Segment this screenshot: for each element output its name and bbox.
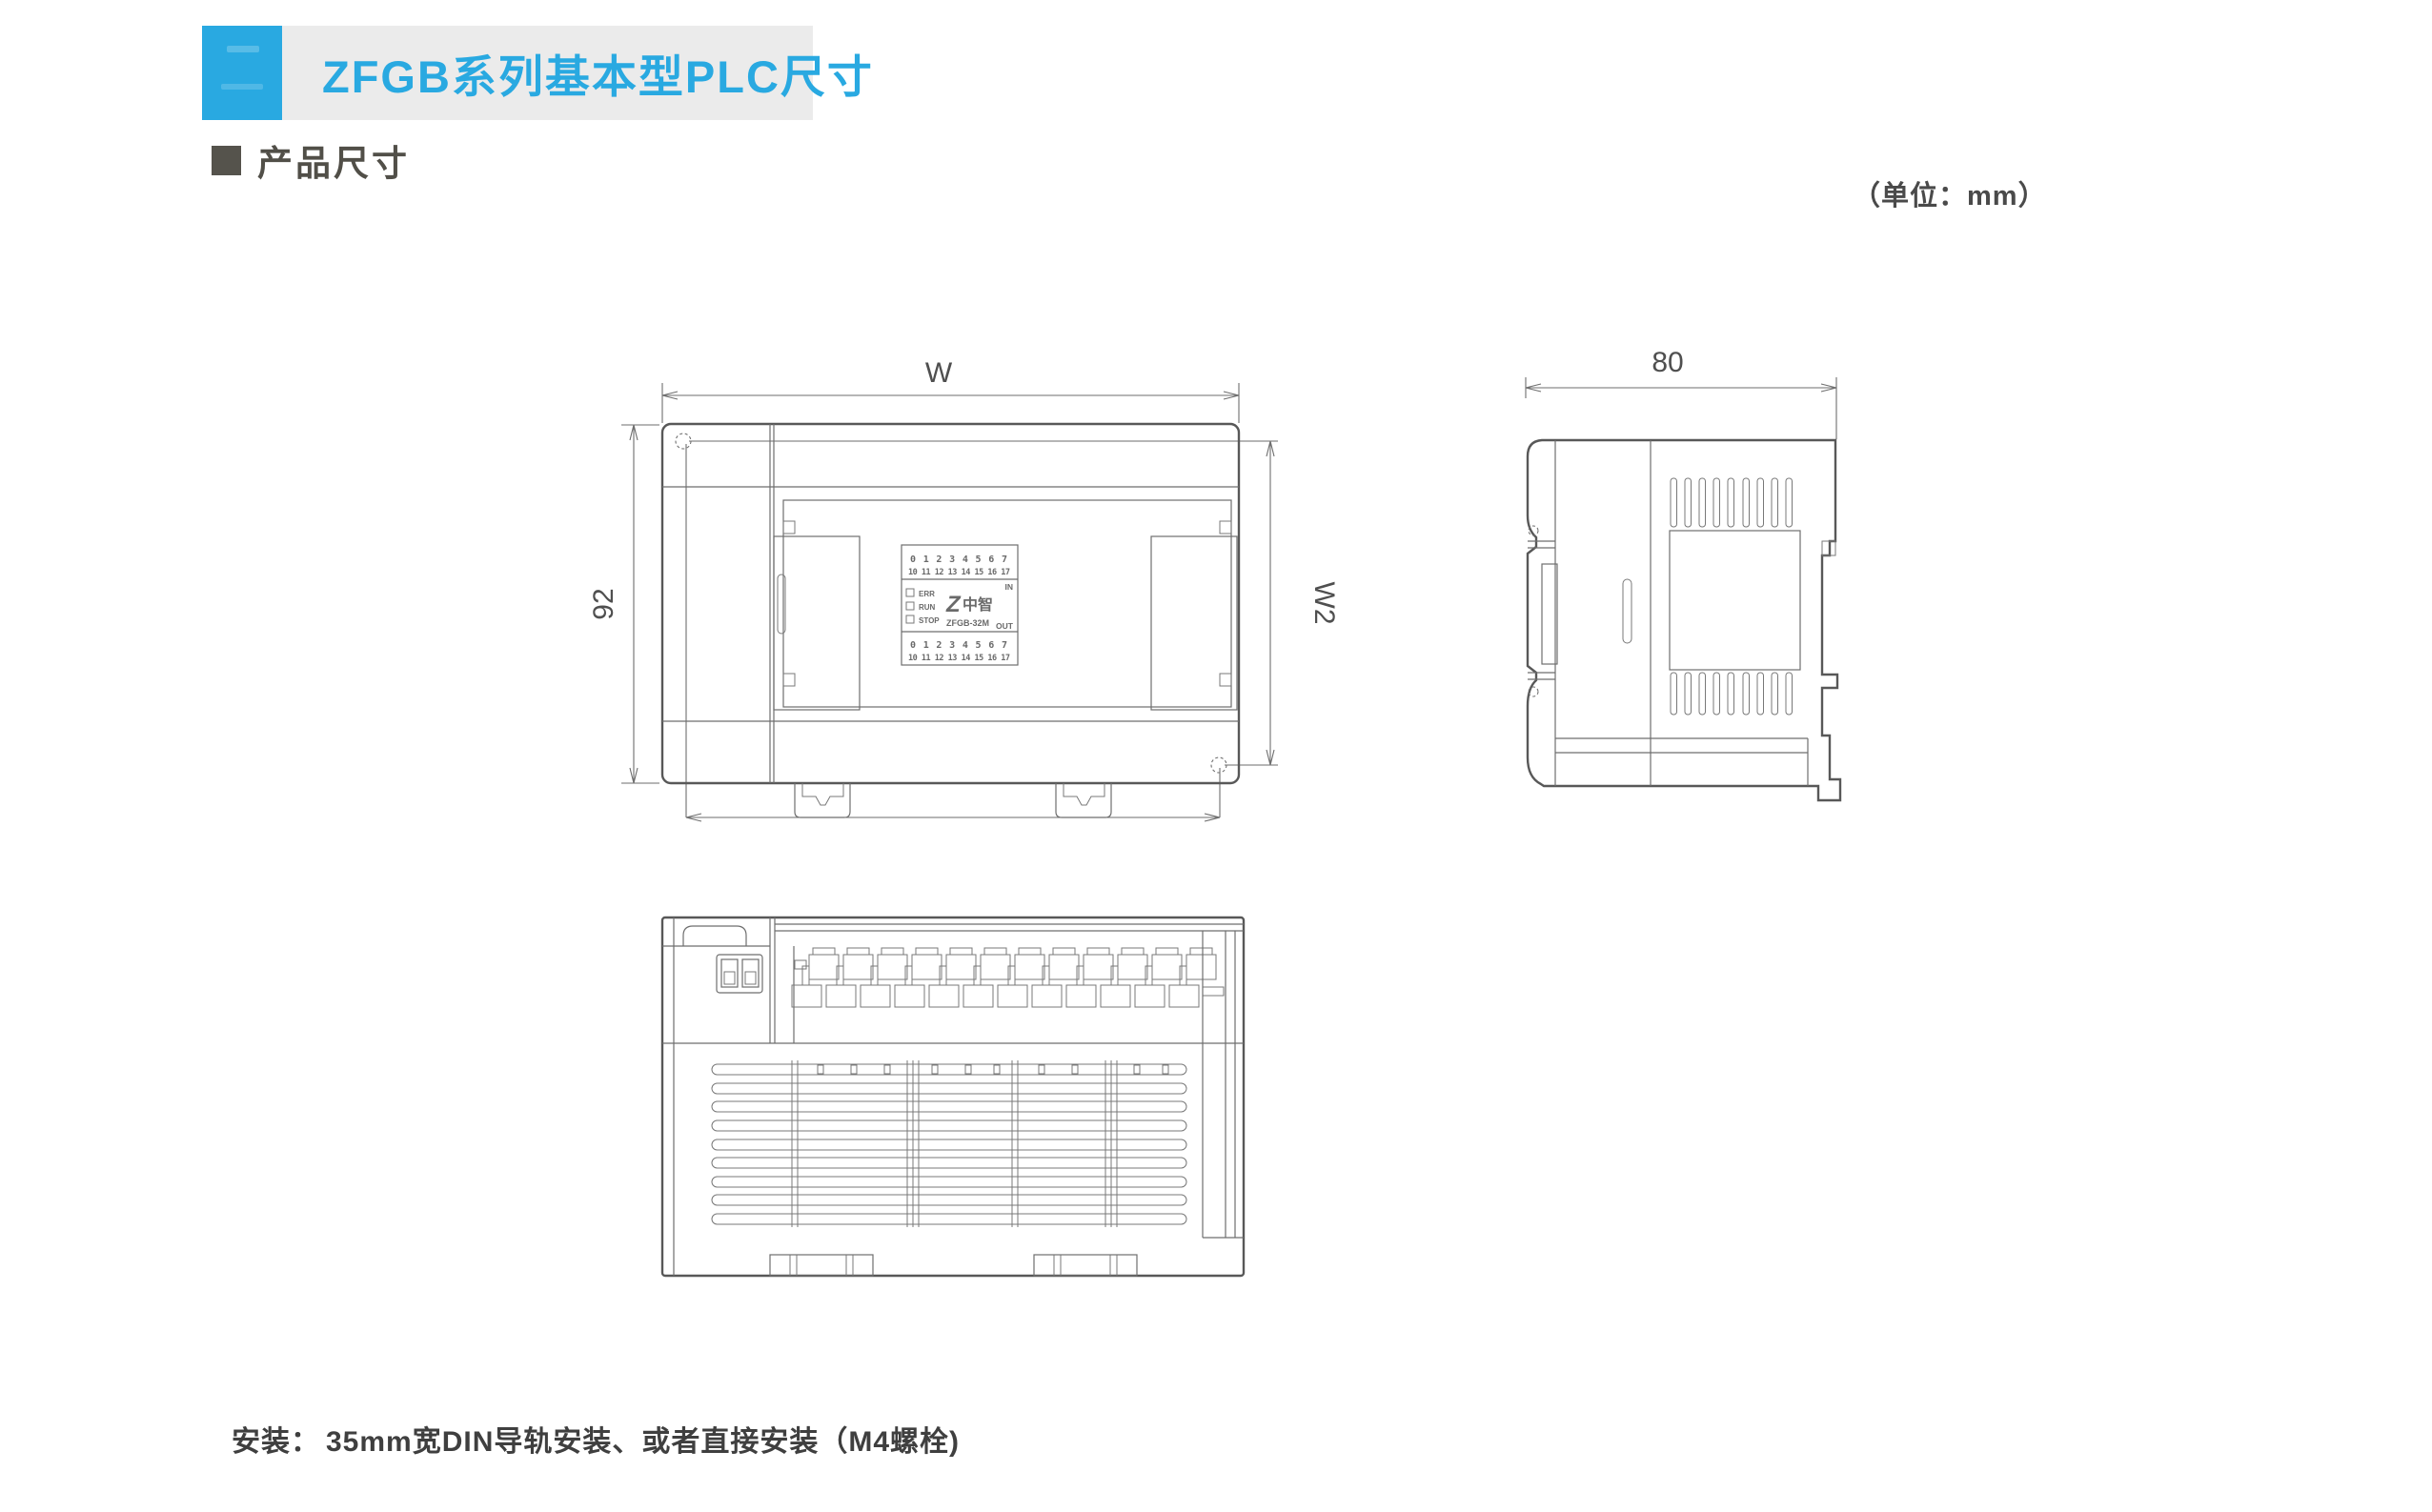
power-connector	[716, 954, 763, 994]
brand-logo-text: 中智	[963, 595, 993, 614]
dim-label-w: W	[925, 357, 953, 389]
side-vents-bottom	[1670, 672, 1793, 716]
dimension-80: 80	[1525, 347, 1837, 439]
side-view-drawing: 80	[1525, 347, 1842, 802]
terminal-strip	[662, 946, 1244, 1044]
in-numbers-row1: 0 1 2 3 4 5 6 7	[910, 554, 1007, 565]
title-bar	[202, 26, 813, 120]
section-heading-label: 产品尺寸	[257, 144, 410, 183]
accent-logo-mark	[221, 84, 263, 90]
section-heading: 产品尺寸	[212, 134, 410, 186]
dimension-bottom	[685, 813, 1221, 822]
side-vents-top	[1670, 477, 1793, 528]
model-number: ZFGB-32M	[946, 618, 989, 628]
mounting-note: 安装：35mm宽DIN导轨安装、或者直接安装（M4螺栓)	[232, 1418, 965, 1460]
bottom-foot	[769, 1254, 874, 1277]
din-foot	[1055, 783, 1112, 818]
mounting-hole-top-left	[675, 433, 692, 450]
page-title: ZFGB系列基本型PLC尺寸	[322, 51, 874, 102]
dimension-w: W	[661, 357, 1240, 423]
din-rail-notch	[1821, 540, 1836, 556]
din-foot	[794, 783, 851, 818]
bottom-foot	[1033, 1254, 1138, 1277]
section-bullet-square	[212, 145, 241, 175]
bottom-view-drawing	[660, 916, 1246, 1278]
led-run-indicator	[905, 601, 915, 611]
dim-label-92: 92	[588, 588, 619, 619]
cover-screw	[1528, 525, 1539, 536]
accent-logo-mark	[227, 46, 259, 52]
dim-label-w2: W2	[1308, 582, 1340, 625]
led-err-label: ERR	[919, 590, 935, 598]
mounting-note-label: 安装：	[232, 1426, 320, 1458]
dimension-w2: W2	[685, 440, 1340, 817]
bottom-vents	[711, 1060, 1187, 1227]
plc-front-body	[660, 422, 1241, 818]
out-tag: OUT	[996, 621, 1014, 631]
din-mount-area	[1669, 530, 1801, 671]
plc-face-label: 0 1 2 3 4 5 6 7 10 11 12 13 14 15 16 17 …	[901, 544, 1019, 666]
mounting-hole-bottom-right	[1210, 756, 1227, 774]
out-numbers-row1: 0 1 2 3 4 5 6 7	[910, 640, 1007, 651]
plc-side-body	[1526, 438, 1842, 802]
led-stop-indicator	[905, 615, 915, 624]
in-numbers-row2: 10 11 12 13 14 15 16 17	[908, 568, 1010, 577]
led-run-label: RUN	[919, 603, 936, 612]
front-view-drawing: W 92 W2	[588, 357, 1340, 822]
in-tag: IN	[1005, 582, 1014, 592]
mounting-note-text: 35mm宽DIN导轨安装、或者直接安装（M4螺栓)	[326, 1426, 961, 1458]
dimension-92: 92	[588, 424, 659, 784]
title-accent-square	[202, 26, 282, 120]
cover-screw	[1528, 686, 1539, 697]
led-err-indicator	[905, 588, 915, 597]
led-stop-label: STOP	[919, 616, 940, 625]
dim-label-80: 80	[1652, 347, 1683, 378]
out-numbers-row2: 10 11 12 13 14 15 16 17	[908, 654, 1010, 663]
vent-row1-holes	[817, 1064, 1169, 1075]
side-slot	[1622, 578, 1632, 644]
plc-bottom-body	[660, 916, 1246, 1278]
brand-logo-z: Z	[945, 592, 962, 617]
unit-note: （单位：mm）	[1853, 181, 2047, 212]
right-rail-strip	[1202, 931, 1244, 1239]
